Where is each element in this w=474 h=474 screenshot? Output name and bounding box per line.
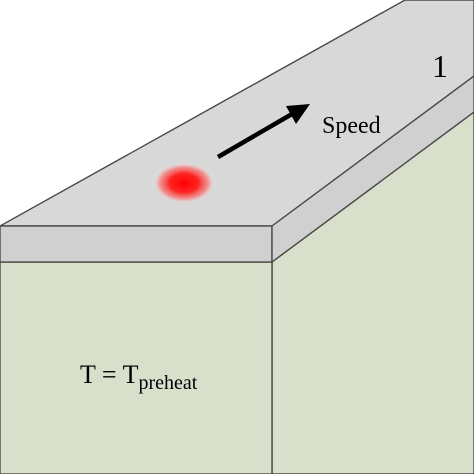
powder-layer: [0, 0, 474, 264]
substrate-block: [0, 111, 474, 474]
temperature-label: T = Tpreheat: [80, 360, 198, 394]
laser-spot-icon: [152, 162, 216, 204]
layer-number-label: 1: [432, 48, 448, 84]
speed-label: Speed: [322, 113, 381, 139]
layer-side-face: [271, 75, 474, 264]
layer-front-face: [0, 225, 273, 263]
temperature-lhs: T = T: [80, 360, 139, 389]
substrate-front-face: [0, 261, 273, 474]
arrow-icon: [216, 104, 310, 159]
temperature-subscript: preheat: [139, 372, 198, 394]
